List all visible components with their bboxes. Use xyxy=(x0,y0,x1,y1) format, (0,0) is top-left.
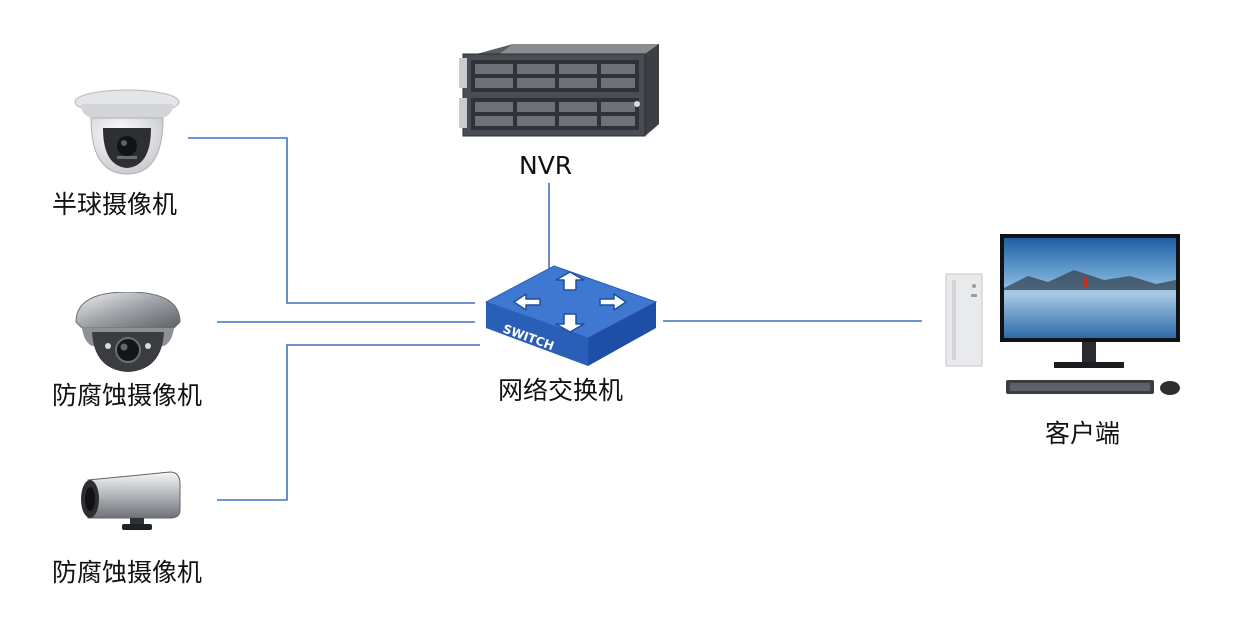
network-switch-icon: SWITCH xyxy=(484,262,659,370)
link-bullet-to-switch xyxy=(217,344,480,501)
anticorrosion-dome-camera-label: 防腐蚀摄像机 xyxy=(52,381,203,410)
bullet-camera-icon xyxy=(78,470,182,532)
dome-camera-icon xyxy=(73,88,181,178)
client-label: 客户端 xyxy=(1045,419,1121,448)
dome-camera-label: 半球摄像机 xyxy=(52,190,178,219)
desktop-computer-icon xyxy=(944,232,1182,400)
nvr-rack-icon xyxy=(455,42,661,138)
anticorrosion-bullet-camera-label: 防腐蚀摄像机 xyxy=(52,558,203,587)
network-switch-label: 网络交换机 xyxy=(498,376,624,405)
link-dome-to-switch xyxy=(188,137,475,304)
anticorrosion-dome-camera-icon xyxy=(72,292,184,374)
nvr-label: NVR xyxy=(519,151,573,180)
